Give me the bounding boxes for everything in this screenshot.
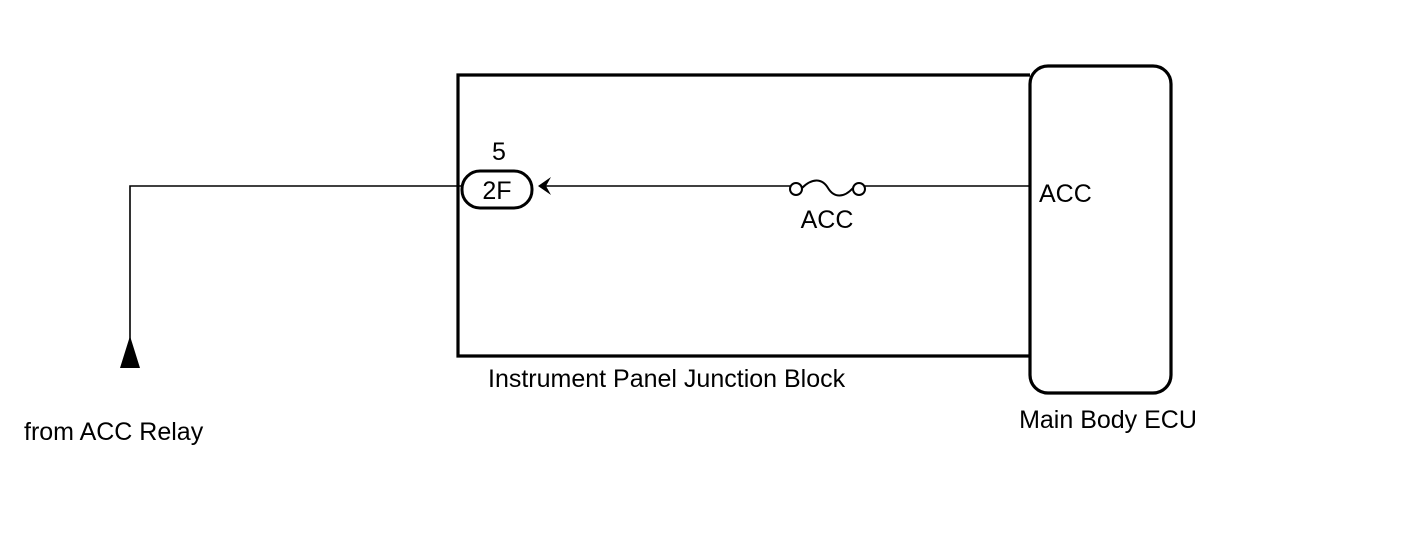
junction-block-outline	[456, 73, 1033, 358]
junction-block-label: Instrument Panel Junction Block	[488, 365, 846, 393]
fuse-terminal-left	[789, 182, 803, 196]
fuse-terminal-right	[852, 182, 866, 196]
ecu-label: Main Body ECU	[1019, 406, 1197, 434]
connector-pin-number: 5	[492, 138, 506, 166]
arrow-up-icon	[120, 336, 140, 368]
relay-source-label: from ACC Relay	[24, 418, 204, 446]
ecu-outline	[1028, 64, 1173, 395]
connector-id-label: 2F	[482, 177, 511, 205]
fuse-label: ACC	[801, 206, 854, 234]
ecu-terminal-label: ACC	[1039, 180, 1092, 208]
terminal-chevron-icon	[538, 177, 551, 195]
connector-2f	[460, 169, 534, 210]
fuse-icon	[801, 179, 854, 197]
wire-from-relay	[129, 185, 462, 368]
